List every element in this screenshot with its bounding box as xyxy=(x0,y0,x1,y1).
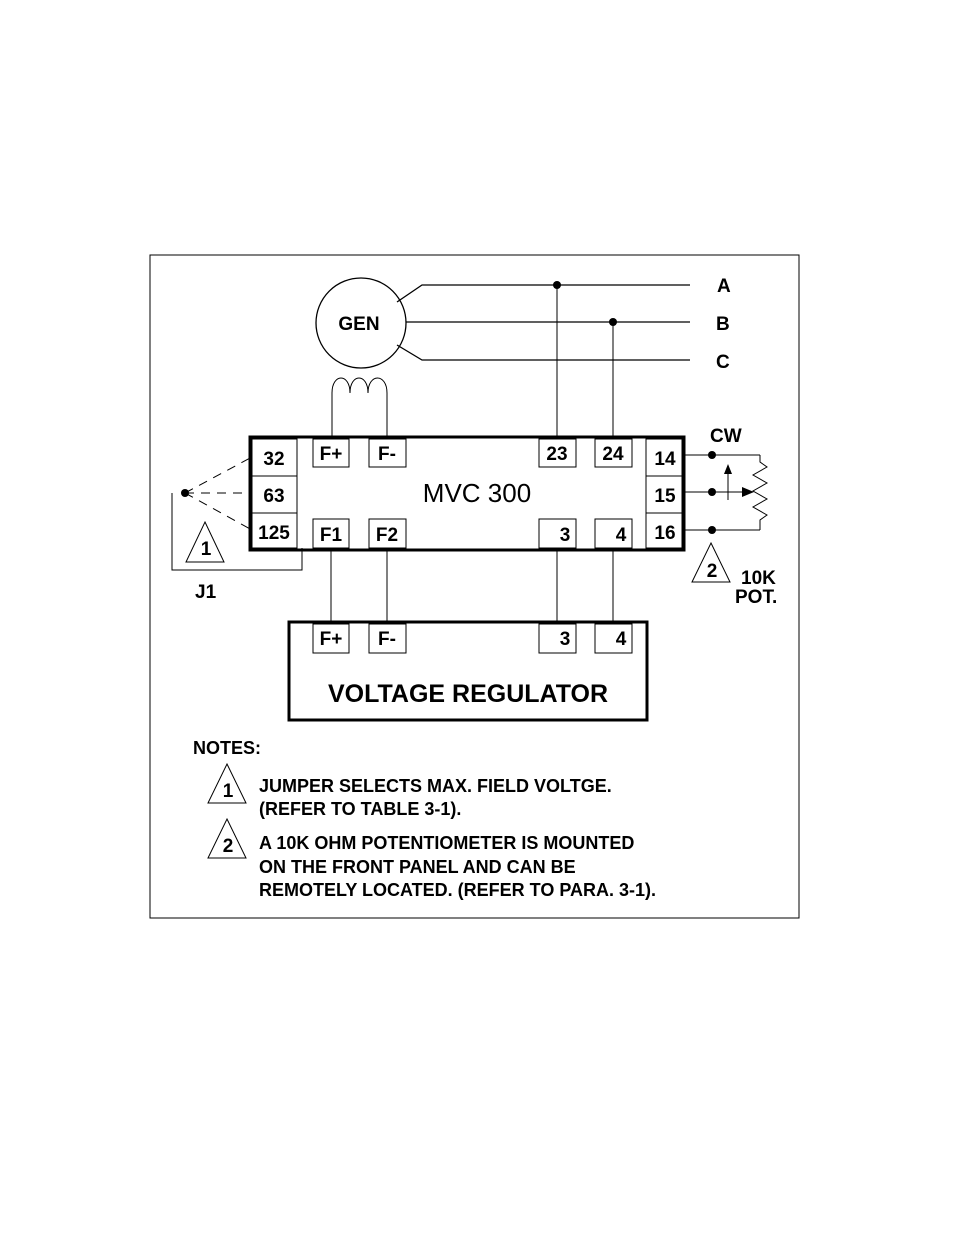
terminal-f2-label: F2 xyxy=(376,525,398,546)
phase-b-label: B xyxy=(716,314,730,335)
terminal-f2 xyxy=(368,518,407,549)
regulator-box xyxy=(287,620,649,722)
note-1-marker-icon xyxy=(207,762,247,804)
terminal-32-label: 32 xyxy=(263,449,284,470)
phase-c-line xyxy=(396,344,690,361)
phase-lines: A B C xyxy=(396,276,731,437)
terminal-23 xyxy=(538,438,577,468)
field-winding xyxy=(331,377,388,437)
generator-label: GEN xyxy=(338,314,379,335)
pot-note-marker-icon xyxy=(691,541,731,583)
regulator-terminal-3-label: 3 xyxy=(560,629,571,650)
regulator-terminal-f-minus xyxy=(368,623,407,654)
voltage-regulator: F+ F- 3 4 VOLTAGE REGULATOR xyxy=(287,620,649,722)
notes: NOTES: 1 JUMPER SELECTS MAX. FIELD VOLTG… xyxy=(193,738,656,900)
potentiometer: CW 2 10K POT. xyxy=(682,426,777,608)
pot-label-type: POT. xyxy=(735,587,777,608)
note-1-line-1: JUMPER SELECTS MAX. FIELD VOLTGE. xyxy=(259,776,612,796)
note-2-line-2: ON THE FRONT PANEL AND CAN BE xyxy=(259,857,576,877)
terminal-f-minus xyxy=(368,438,407,468)
note-1-marker-number: 1 xyxy=(223,781,234,802)
jumper-note-marker-number: 1 xyxy=(201,539,212,560)
note-2-line-1: A 10K OHM POTENTIOMETER IS MOUNTED xyxy=(259,833,634,853)
regulator-terminal-f-plus xyxy=(312,623,350,654)
terminal-125 xyxy=(251,512,298,549)
pot-dot-15 xyxy=(708,488,716,496)
pot-label-value: 10K xyxy=(741,568,776,589)
pot-note-marker-number: 2 xyxy=(707,561,718,582)
terminal-16-label: 16 xyxy=(654,523,675,544)
jumper-note-marker-icon xyxy=(185,520,225,563)
field-coil-icon xyxy=(331,377,388,437)
regulator-terminal-3 xyxy=(538,623,577,654)
terminal-15-label: 15 xyxy=(654,486,676,507)
terminal-23-label: 23 xyxy=(546,444,567,465)
terminal-63-label: 63 xyxy=(263,486,284,507)
controller-title: MVC 300 xyxy=(423,478,531,508)
pot-dot-16 xyxy=(708,526,716,534)
note-2-line-3: REMOTELY LOCATED. (REFER TO PARA. 3-1). xyxy=(259,880,656,900)
pot-wiper-arrow-icon xyxy=(742,487,754,497)
jumper-dash-32 xyxy=(184,456,253,494)
terminal-f-minus-label: F- xyxy=(378,444,396,465)
terminal-3 xyxy=(538,518,577,549)
jumper-dash-125 xyxy=(184,492,253,531)
generator-symbol xyxy=(315,277,407,369)
jumper-common-dot xyxy=(181,489,189,497)
pot-resistor-icon xyxy=(751,455,769,530)
terminal-f1 xyxy=(312,518,350,549)
terminal-f1-label: F1 xyxy=(320,525,343,546)
terminal-32 xyxy=(251,438,298,477)
terminal-125-label: 125 xyxy=(258,523,290,544)
jumper-label: J1 xyxy=(195,582,217,603)
terminal-3-label: 3 xyxy=(560,525,571,546)
jumper-j1: 1 J1 xyxy=(171,456,303,603)
note-1-line-2: (REFER TO TABLE 3-1). xyxy=(259,799,461,819)
generator: GEN xyxy=(315,277,407,369)
regulator-terminal-4-label: 4 xyxy=(616,629,627,650)
pot-arrow-up-icon xyxy=(724,464,732,474)
jumper-wire xyxy=(171,493,303,571)
pot-cw-label: CW xyxy=(710,426,742,447)
terminal-4-label: 4 xyxy=(616,525,627,546)
regulator-wiring xyxy=(330,548,614,623)
terminal-24-label: 24 xyxy=(602,444,624,465)
mvc-controller: MVC 300 32 63 125 14 15 16 F+ F- 23 24 F… xyxy=(248,435,686,552)
notes-heading: NOTES: xyxy=(193,738,261,758)
pot-dot-14 xyxy=(708,451,716,459)
terminal-24 xyxy=(594,438,633,468)
regulator-terminal-4 xyxy=(594,623,633,654)
terminal-16 xyxy=(645,512,683,549)
phase-c-label: C xyxy=(716,352,730,373)
terminal-f-plus xyxy=(312,438,350,468)
terminal-4 xyxy=(594,518,633,549)
regulator-terminal-f-plus-label: F+ xyxy=(320,629,343,650)
note-2-marker-icon xyxy=(207,817,247,859)
phase-a-line xyxy=(396,284,690,303)
diagram-frame xyxy=(149,254,800,919)
phase-a-label: A xyxy=(717,276,731,297)
note-2-marker-number: 2 xyxy=(223,836,234,857)
terminal-14-label: 14 xyxy=(654,449,676,470)
regulator-terminal-f-minus-label: F- xyxy=(378,629,396,650)
regulator-title: VOLTAGE REGULATOR xyxy=(328,680,608,708)
terminal-f-plus-label: F+ xyxy=(320,444,343,465)
